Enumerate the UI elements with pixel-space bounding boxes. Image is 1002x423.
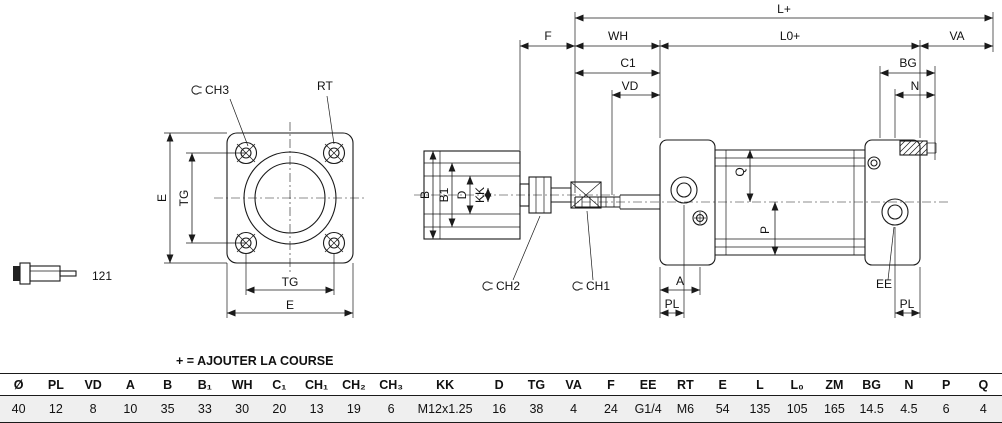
- dim-label-d: D: [455, 190, 469, 199]
- col-header: E: [718, 377, 727, 392]
- col-header: ZM: [825, 377, 844, 392]
- col-header: D: [494, 377, 504, 392]
- col-header: Q: [978, 377, 989, 392]
- col-header: N: [904, 377, 914, 392]
- col-header: F: [607, 377, 615, 392]
- cell-value: 16: [492, 402, 507, 416]
- table-header-row: Ø PL VD A B B₁ WH C₁ CH₁ CH₂ CH₃ KK D TG…: [0, 373, 1002, 396]
- cell-value: 4.5: [900, 402, 918, 416]
- cell-value: 38: [529, 402, 544, 416]
- dim-label-b1: B1: [437, 187, 451, 202]
- col-header: B₁: [197, 377, 212, 392]
- dim-label-n: N: [911, 79, 920, 93]
- col-header: VD: [84, 377, 102, 392]
- stroke-note: + = AJOUTER LA COURSE: [176, 354, 334, 368]
- dim-label-wh: WH: [608, 29, 628, 43]
- cell-value: 54: [715, 402, 730, 416]
- dim-label-e-bottom: E: [286, 298, 294, 312]
- dim-label-b: B: [418, 191, 432, 199]
- dim-label-ch3: CH3: [205, 83, 229, 97]
- col-header: CH₃: [379, 377, 404, 392]
- piston-rod: [574, 194, 660, 210]
- col-header: BG: [862, 377, 882, 392]
- dim-label-l-plus: L+: [777, 2, 791, 16]
- cell-value: 14.5: [859, 402, 884, 416]
- cell-value: 4: [979, 402, 987, 416]
- dim-label-p: P: [758, 226, 772, 234]
- cell-value: 105: [786, 402, 808, 416]
- cell-value: 35: [160, 402, 175, 416]
- rear-head: [864, 139, 921, 266]
- cell-value: 19: [346, 402, 361, 416]
- col-header: CH₂: [342, 377, 366, 392]
- dim-label-rt: RT: [317, 79, 333, 93]
- thumbnail-cylinder-icon: [13, 262, 77, 285]
- dim-label-pl-right: PL: [900, 297, 915, 311]
- cell-value: 24: [603, 402, 618, 416]
- dim-label-e-left: E: [155, 194, 169, 202]
- cell-value: 4: [570, 402, 578, 416]
- col-header: A: [125, 377, 135, 392]
- col-header: WH: [231, 377, 253, 392]
- cell-value: 12: [48, 402, 63, 416]
- cell-value: 20: [272, 402, 287, 416]
- col-header: EE: [639, 377, 657, 392]
- col-header: TG: [527, 377, 546, 392]
- bolt-hole: [322, 141, 346, 165]
- dim-label-ee: EE: [876, 277, 892, 291]
- col-header: L: [756, 377, 764, 392]
- section-view: B B1 D KK CH2 CH1: [414, 150, 616, 293]
- cell-value: M12x1.25: [417, 402, 473, 416]
- cell-value: 33: [197, 402, 212, 416]
- rear-boss: [899, 140, 937, 156]
- col-header: B: [163, 377, 173, 392]
- cell-value: 8: [89, 402, 97, 416]
- dim-label-vd: VD: [622, 79, 639, 93]
- col-header: RT: [677, 377, 694, 392]
- cell-value: 10: [123, 402, 138, 416]
- dim-label-kk: KK: [473, 187, 487, 203]
- col-header: L₀: [790, 377, 804, 392]
- dim-label-pl-left: PL: [665, 297, 680, 311]
- cell-value: 13: [309, 402, 324, 416]
- col-header: CH₁: [305, 377, 329, 392]
- dim-label-ch1: CH1: [586, 279, 610, 293]
- dim-label-va: VA: [949, 29, 964, 43]
- dim-label-q: Q: [733, 167, 747, 176]
- col-header: PL: [47, 377, 64, 392]
- rod-nut: [528, 176, 552, 214]
- dim-label-bg: BG: [899, 56, 916, 70]
- technical-drawing: 121 CH3 RT E: [13, 2, 994, 318]
- dimension-table: Ø PL VD A B B₁ WH C₁ CH₁ CH₂ CH₃ KK D TG…: [0, 373, 1002, 423]
- dim-label-f: F: [544, 29, 551, 43]
- cell-value: 135: [749, 402, 771, 416]
- cell-value: 165: [823, 402, 845, 416]
- col-header: C₁: [272, 377, 287, 392]
- dim-label-l0-plus: L0+: [780, 29, 800, 43]
- cell-value: M6: [676, 402, 695, 416]
- cell-value: 40: [11, 402, 26, 416]
- cell-value: 6: [387, 402, 395, 416]
- front-view: CH3 RT E TG TG E: [155, 79, 366, 318]
- assembly-view: L+ F WH L0+ VA C1 BG VD N Q P A EE PL: [519, 2, 994, 318]
- cell-value: G1/4: [634, 402, 662, 416]
- front-port: [670, 176, 698, 204]
- bolt-hole: [322, 231, 346, 255]
- col-header: P: [941, 377, 951, 392]
- dim-label-ch2: CH2: [496, 279, 520, 293]
- col-header: KK: [436, 377, 455, 392]
- dim-label-tg-left: TG: [177, 190, 191, 207]
- figure-ref-number: 121: [92, 269, 112, 283]
- cell-value: 6: [942, 402, 950, 416]
- table-value-row: 40 12 8 10 35 33 30 20 13 19 6 M12x1.25 …: [0, 396, 1002, 423]
- rear-port: [881, 198, 909, 226]
- col-header: VA: [565, 377, 582, 392]
- dim-label-a: A: [676, 274, 684, 288]
- rod-wrench-flats: [570, 181, 602, 209]
- dim-label-c1: C1: [620, 56, 636, 70]
- cell-value: 30: [235, 402, 250, 416]
- col-header: Ø: [13, 377, 24, 392]
- dim-label-tg-bottom: TG: [282, 275, 299, 289]
